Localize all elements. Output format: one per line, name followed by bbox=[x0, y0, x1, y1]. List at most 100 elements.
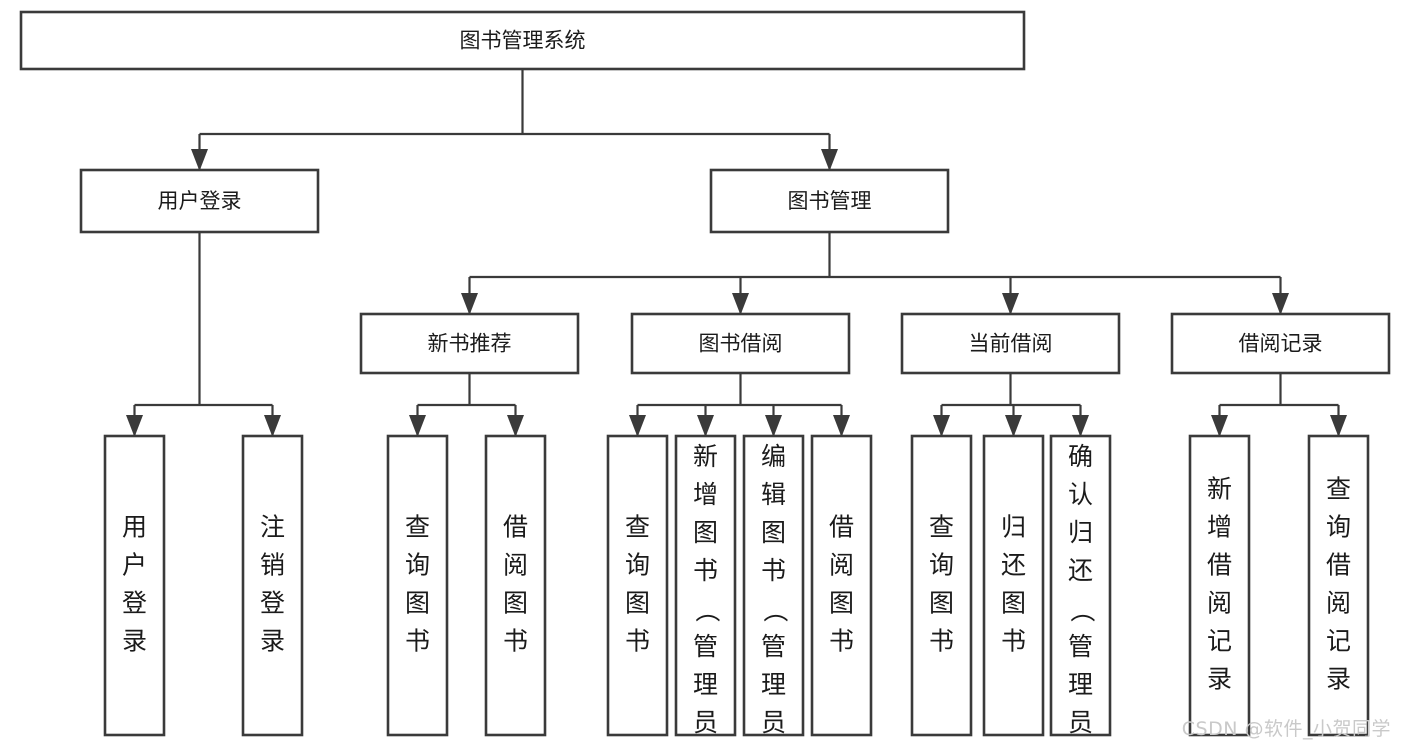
leaf-label-char: （ bbox=[693, 597, 722, 622]
leaf-label-char: 记 bbox=[1207, 627, 1232, 656]
leaf-label-char: 编 bbox=[761, 442, 786, 471]
leaf-label-char: 图 bbox=[929, 589, 954, 618]
leaf-label-char: 图 bbox=[625, 589, 650, 618]
node-borrow-record[interactable]: 借阅记录 bbox=[1170, 312, 1391, 375]
leaf-label-char: 借 bbox=[1207, 551, 1232, 580]
leaf-label-char: 查 bbox=[929, 513, 954, 542]
node-label-book-manage: 图书管理 bbox=[788, 189, 872, 213]
leaf-label-char: 新 bbox=[693, 442, 718, 471]
leaf-label-char: 注 bbox=[260, 513, 285, 542]
arrow-head-icon bbox=[191, 149, 208, 171]
leaf-label-char: 管 bbox=[693, 632, 718, 661]
connectors-layer bbox=[126, 69, 1347, 437]
node-book-borrow[interactable]: 图书借阅 bbox=[630, 312, 851, 375]
leaf-label-leaf-user-login: 用户登录 bbox=[122, 513, 147, 656]
node-label-user-login: 用户登录 bbox=[158, 189, 242, 213]
leaf-label-char: 理 bbox=[1068, 670, 1093, 699]
leaf-label-char: 登 bbox=[260, 589, 285, 618]
node-new-book-rec[interactable]: 新书推荐 bbox=[359, 312, 580, 375]
leaf-label-char: 理 bbox=[693, 670, 718, 699]
leaf-label-char: 书 bbox=[693, 556, 718, 585]
leaf-label-char: 借 bbox=[503, 513, 528, 542]
node-book-manage[interactable]: 图书管理 bbox=[709, 168, 950, 234]
node-box-current-borrow bbox=[900, 312, 1121, 375]
leaf-box-leaf-query-book-3 bbox=[910, 434, 973, 737]
arrow-head-icon bbox=[264, 415, 281, 437]
leaf-label-char: 辑 bbox=[761, 480, 786, 509]
nodes-layer: 图书管理系统用户登录图书管理新书推荐图书借阅当前借阅借阅记录用户登录注销登录查询… bbox=[19, 10, 1391, 747]
arrow-head-icon bbox=[1005, 415, 1022, 437]
arrow-head-icon bbox=[461, 293, 478, 315]
leaf-label-char: 确 bbox=[1068, 442, 1093, 471]
leaf-label-char: 借 bbox=[829, 513, 854, 542]
leaf-label-char: 录 bbox=[1207, 665, 1232, 694]
leaf-node-leaf-user-login[interactable]: 用户登录 bbox=[103, 434, 166, 737]
arrow-head-icon bbox=[507, 415, 524, 437]
leaf-box-leaf-query-record bbox=[1307, 434, 1370, 737]
node-label-book-borrow: 图书借阅 bbox=[699, 332, 783, 356]
node-box-user-login bbox=[79, 168, 320, 234]
arrow-head-icon bbox=[1272, 293, 1289, 315]
leaf-label-char: 书 bbox=[829, 627, 854, 656]
leaf-label-char: 书 bbox=[1001, 627, 1026, 656]
leaf-label-char: 书 bbox=[503, 627, 528, 656]
leaf-label-char: 管 bbox=[1068, 632, 1093, 661]
node-current-borrow[interactable]: 当前借阅 bbox=[900, 312, 1121, 375]
leaf-label-char: 增 bbox=[1207, 513, 1232, 542]
leaf-label-char: 归 bbox=[1068, 518, 1093, 547]
arrow-head-icon bbox=[1002, 293, 1019, 315]
node-user-login[interactable]: 用户登录 bbox=[79, 168, 320, 234]
leaf-label-char: 书 bbox=[929, 627, 954, 656]
leaf-label-char: 销 bbox=[260, 551, 285, 580]
leaf-label-char: 查 bbox=[625, 513, 650, 542]
arrow-head-icon bbox=[1072, 415, 1089, 437]
arrow-head-icon bbox=[629, 415, 646, 437]
leaf-label-char: 询 bbox=[625, 551, 650, 580]
leaf-label-char: 登 bbox=[122, 589, 147, 618]
arrow-head-icon bbox=[933, 415, 950, 437]
node-box-new-book-rec bbox=[359, 312, 580, 375]
leaf-label-char: （ bbox=[1068, 597, 1097, 622]
leaf-label-char: 员 bbox=[693, 708, 718, 737]
leaf-label-char: 阅 bbox=[829, 551, 854, 580]
leaf-label-char: 新 bbox=[1207, 475, 1232, 504]
leaf-label-char: 管 bbox=[761, 632, 786, 661]
leaf-label-char: 增 bbox=[693, 480, 718, 509]
arrow-head-icon bbox=[1330, 415, 1347, 437]
node-box-book-manage bbox=[709, 168, 950, 234]
node-root[interactable]: 图书管理系统 bbox=[19, 10, 1026, 71]
leaf-label-char: 借 bbox=[1326, 551, 1351, 580]
arrow-head-icon bbox=[833, 415, 850, 437]
leaf-label-char: 阅 bbox=[1326, 589, 1351, 618]
leaf-label-char: 录 bbox=[122, 627, 147, 656]
arrow-head-icon bbox=[765, 415, 782, 437]
leaf-box-leaf-return-book bbox=[982, 434, 1045, 737]
node-box-book-borrow bbox=[630, 312, 851, 375]
leaf-label-char: 阅 bbox=[1207, 589, 1232, 618]
leaf-box-leaf-confirm-return bbox=[1049, 434, 1112, 737]
node-box-borrow-record bbox=[1170, 312, 1391, 375]
node-label-new-book-rec: 新书推荐 bbox=[428, 332, 512, 356]
leaf-label-char: 员 bbox=[761, 708, 786, 737]
leaf-box-leaf-borrow-book-2 bbox=[810, 434, 873, 737]
